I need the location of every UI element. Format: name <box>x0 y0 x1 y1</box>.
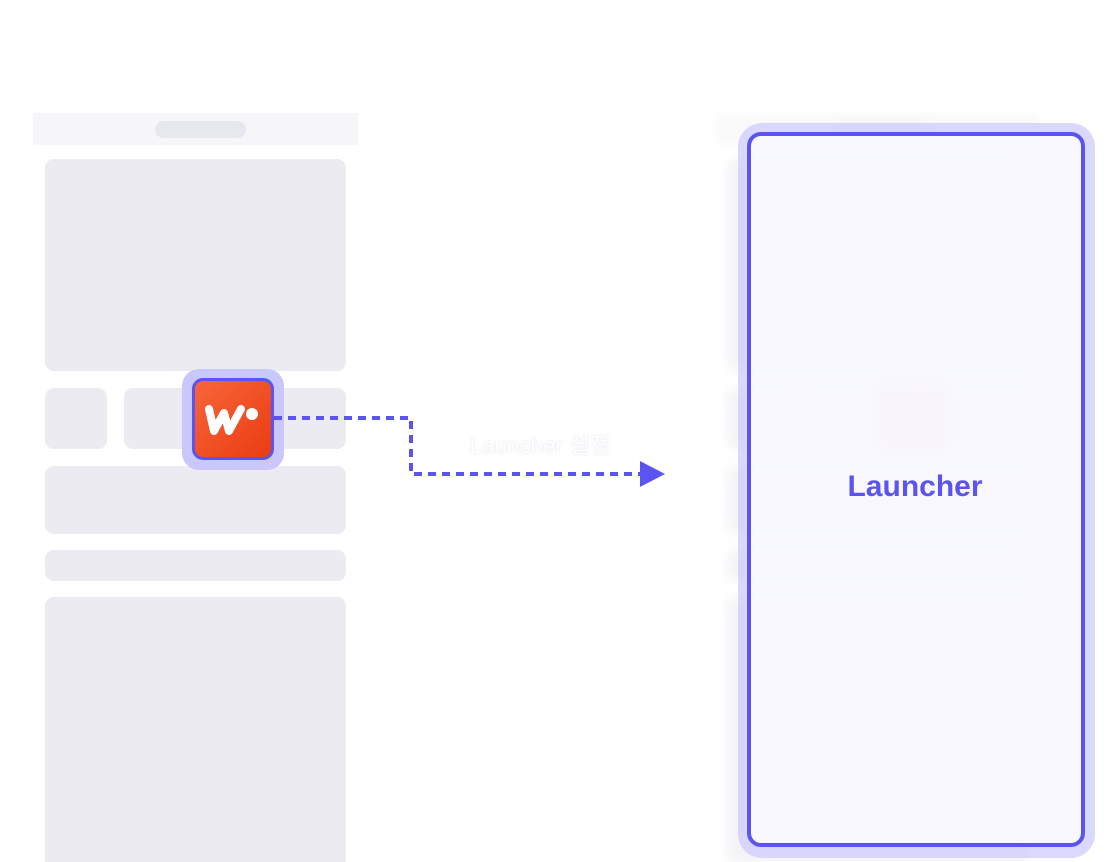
launcher-app-icon[interactable] <box>192 378 274 460</box>
content-placeholder-banner <box>45 159 346 371</box>
content-placeholder-small <box>45 388 107 449</box>
content-placeholder-bar <box>45 550 346 581</box>
connector-label: Launcher 설정 <box>469 433 611 458</box>
content-placeholder-body <box>45 597 346 862</box>
content-placeholder-card <box>45 466 346 534</box>
phone-notch <box>155 121 246 138</box>
launcher-frame <box>747 132 1085 847</box>
launcher-frame-label: Launcher <box>847 470 983 503</box>
source-phone-mockup <box>33 113 358 862</box>
status-bar <box>33 113 358 145</box>
launcher-logo-icon <box>205 405 258 435</box>
arrow-right-icon <box>640 461 665 487</box>
